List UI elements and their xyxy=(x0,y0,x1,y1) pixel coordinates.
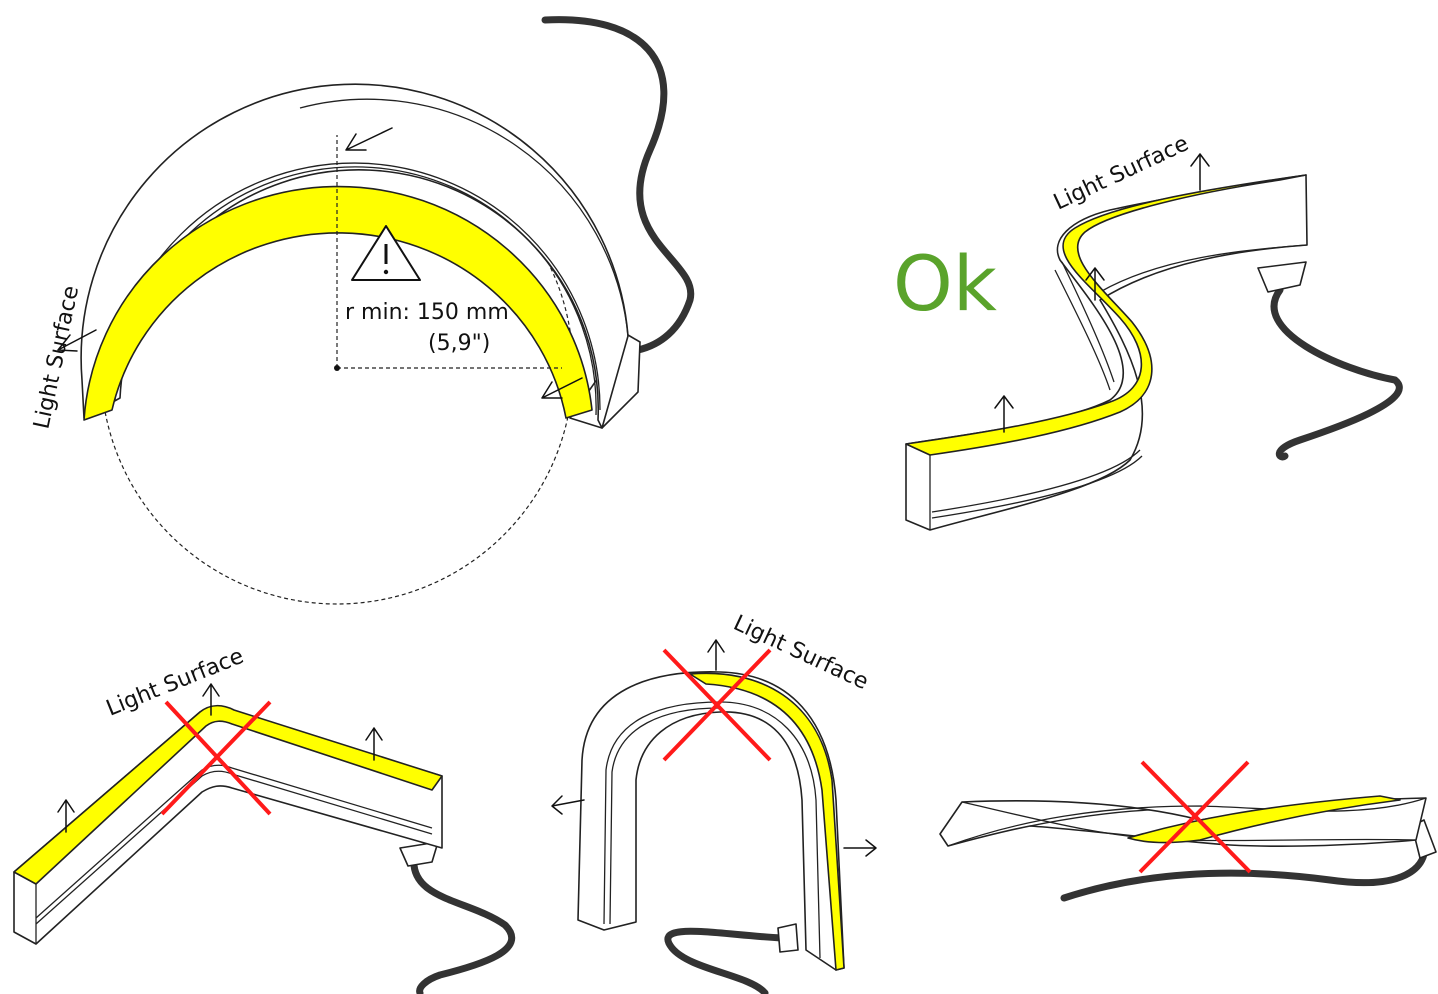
arrow-icon xyxy=(707,639,725,671)
light-surface-face xyxy=(905,174,1307,456)
arrow-icon xyxy=(57,329,97,352)
arrow-icon xyxy=(345,127,393,151)
arrow-icon xyxy=(843,839,877,857)
strip-body xyxy=(577,671,845,971)
red-cross-icon xyxy=(1138,760,1252,874)
power-cable xyxy=(541,16,695,354)
light-surface-label: Light Surface xyxy=(29,284,84,432)
center-point xyxy=(334,365,340,371)
twist-panel xyxy=(939,760,1437,902)
arrow-icon xyxy=(1085,267,1105,301)
light-surface-face xyxy=(1127,795,1401,844)
power-cable xyxy=(410,854,516,994)
radius-panel: r min: 150 mm (5,9") Light Surface xyxy=(29,16,695,605)
arrow-icon xyxy=(541,377,583,399)
arrow-icon xyxy=(994,395,1014,433)
red-cross-icon xyxy=(662,648,772,762)
arrow-icon xyxy=(202,683,220,716)
light-surface-face xyxy=(689,672,845,971)
radius-inch-label: (5,9") xyxy=(428,331,490,356)
light-surface-face xyxy=(83,185,593,421)
red-cross-icon xyxy=(160,700,272,816)
power-cable xyxy=(664,927,786,994)
light-surface-face xyxy=(13,704,443,885)
radius-label: r min: 150 mm xyxy=(345,300,509,325)
ok-label: Ok xyxy=(893,239,997,328)
end-cap xyxy=(777,923,799,953)
arrow-icon xyxy=(57,799,75,833)
arrow-icon xyxy=(551,795,585,815)
arrow-icon xyxy=(1190,153,1210,191)
end-cap xyxy=(1257,261,1307,293)
arrow-icon xyxy=(365,727,383,761)
arch-panel: Light Surface xyxy=(551,611,877,994)
power-cable xyxy=(1060,836,1429,902)
warning-triangle-icon xyxy=(351,225,421,281)
s-curve-panel: Ok Light Surface xyxy=(893,131,1403,531)
angle-panel: Light Surface xyxy=(13,644,516,994)
power-cable xyxy=(1270,286,1403,461)
